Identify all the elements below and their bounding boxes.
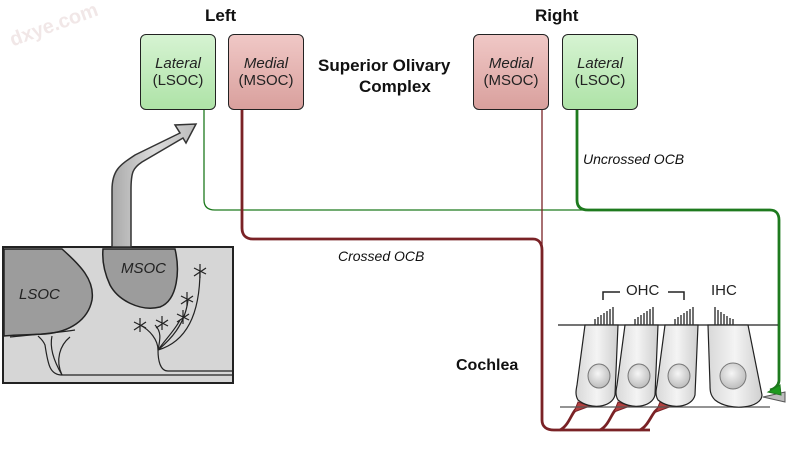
box-left-medial-msoc: Medial (MSOC) (228, 34, 304, 110)
inset-neuron-fibers (9, 269, 233, 376)
box-label-abbr: (LSOC) (574, 72, 626, 89)
label-ihc: IHC (711, 282, 737, 299)
uncrossed-ocb-path (575, 110, 781, 392)
label-ohc: OHC (626, 282, 660, 299)
label-crossed-ocb: Crossed OCB (338, 248, 425, 264)
inset-label-msoc: MSOC (121, 260, 166, 277)
cell-nuclei (587, 362, 747, 390)
heading-complex: Complex (359, 77, 431, 96)
box-left-lateral-lsoc: Lateral (LSOC) (140, 34, 216, 110)
upward-projection-arrow (111, 123, 198, 248)
heading-right: Right (535, 6, 579, 25)
box-label-abbr: (MSOC) (238, 72, 294, 89)
ohc-bracket (602, 291, 685, 300)
box-label-italic: Medial (243, 55, 289, 72)
label-cochlea: Cochlea (456, 357, 519, 374)
box-label-abbr: (MSOC) (483, 72, 539, 89)
msoc-nucleus-shape (102, 248, 179, 309)
heading-left: Left (205, 6, 237, 25)
box-label-italic: Lateral (577, 55, 623, 72)
box-label-italic: Medial (488, 55, 534, 72)
inset-star-cells (133, 264, 207, 332)
inset-label-lsoc: LSOC (19, 286, 60, 303)
lsoc-nucleus-shape (3, 248, 94, 337)
box-right-lateral-lsoc: Lateral (LSOC) (562, 34, 638, 110)
box-label-abbr: (LSOC) (152, 72, 204, 89)
stereocilia-bundles (594, 307, 734, 325)
lateral-terminal (762, 384, 786, 403)
left-lateral-ocb-path (203, 110, 770, 211)
crossed-ocb-path (240, 110, 650, 432)
heading-superior-olivary: Superior Olivary (318, 56, 451, 75)
box-right-medial-msoc: Medial (MSOC) (473, 34, 549, 110)
label-uncrossed-ocb: Uncrossed OCB (583, 151, 685, 167)
box-label-italic: Lateral (155, 55, 201, 72)
